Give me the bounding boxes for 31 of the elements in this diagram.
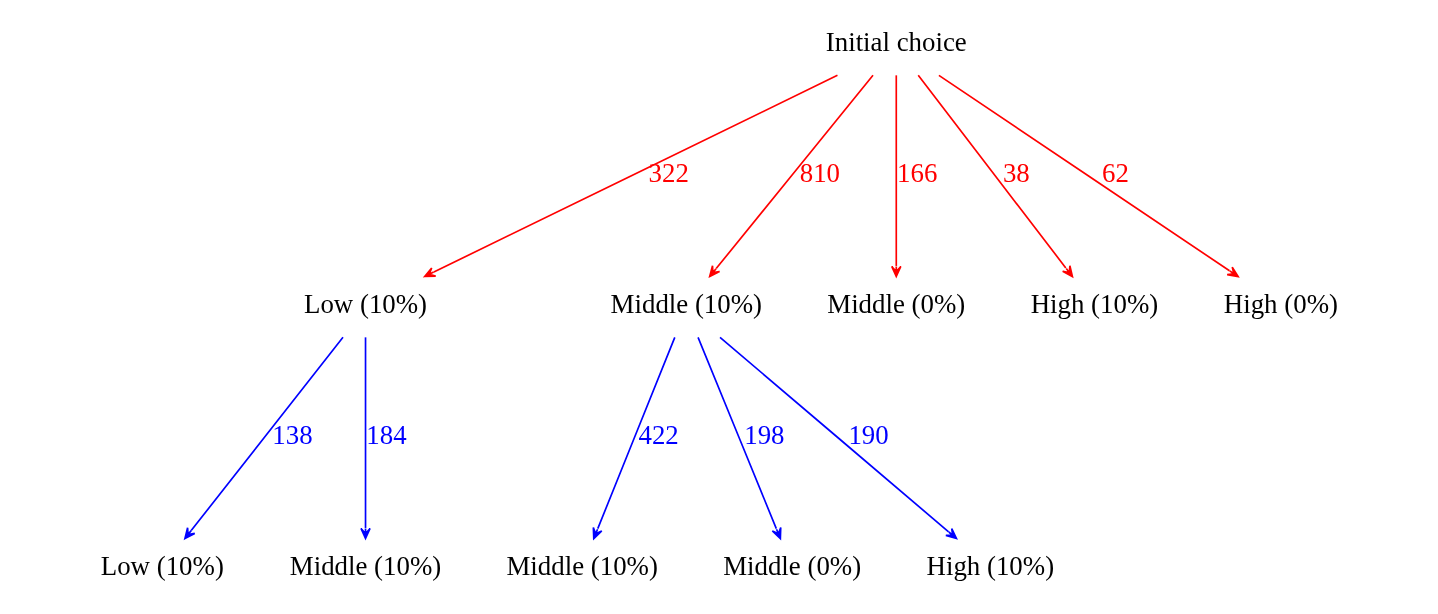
- node-text: Middle (10%): [289, 551, 441, 582]
- node-text: Low (10%): [303, 289, 427, 320]
- edge-label: 198: [743, 420, 785, 451]
- edge-label: 322: [648, 158, 689, 189]
- arrow: [359, 336, 371, 540]
- edge-label: 38: [1002, 158, 1030, 189]
- arrow: [937, 74, 1239, 278]
- edge-label: 422: [637, 420, 679, 451]
- node-text: Middle (10%): [610, 289, 762, 320]
- node-text: High (0%): [1223, 289, 1338, 320]
- arrow: [183, 336, 344, 540]
- arrow: [708, 74, 874, 278]
- edge-label: 62: [1101, 158, 1129, 189]
- node-text: Middle (0%): [826, 289, 965, 320]
- node-text: Middle (0%): [722, 551, 861, 582]
- edge-label: 810: [799, 158, 840, 189]
- edge-label: 190: [847, 420, 889, 451]
- arrow: [696, 336, 782, 540]
- node-text: Low (10%): [100, 551, 224, 582]
- node-text: High (10%): [1030, 289, 1158, 320]
- arrow: [423, 74, 838, 278]
- arrow: [592, 336, 676, 540]
- edge-label: 184: [365, 420, 407, 451]
- node-text: Initial choice: [825, 27, 967, 58]
- node-text: High (10%): [926, 551, 1054, 582]
- node-text: Middle (10%): [505, 551, 658, 582]
- edge-label: 138: [271, 420, 313, 451]
- arrow: [890, 74, 902, 278]
- arrow: [718, 336, 957, 540]
- arrow: [916, 74, 1073, 278]
- edge-label: 166: [896, 158, 937, 189]
